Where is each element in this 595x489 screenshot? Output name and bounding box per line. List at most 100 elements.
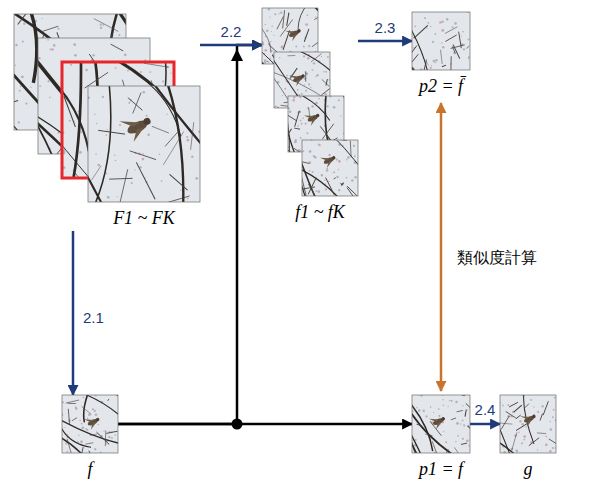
photo-twig <box>549 439 556 444</box>
photo-twig <box>326 178 335 196</box>
photo-speckle <box>354 155 356 157</box>
photo-speckle <box>300 120 302 122</box>
image-node: g <box>500 395 556 480</box>
photo-speckle <box>428 22 430 24</box>
photo-twig <box>412 54 418 69</box>
photo-frame <box>88 86 200 202</box>
photo-twig <box>417 424 422 425</box>
photo-speckle <box>312 69 314 71</box>
photo-twig <box>311 54 322 62</box>
photo-speckle <box>434 61 436 63</box>
photo-speckle <box>326 168 328 170</box>
photo-twig <box>341 183 344 185</box>
photo-branch <box>62 416 91 447</box>
photo-speckle <box>166 114 167 115</box>
photo-speckle <box>443 431 444 432</box>
photo-speckle <box>162 80 164 82</box>
photo-speckle <box>438 415 440 417</box>
photo-speckle <box>64 427 65 428</box>
photo-branch <box>331 140 358 172</box>
photo-speckle <box>38 57 41 60</box>
photo-twig <box>459 32 462 49</box>
photo-speckle <box>523 439 525 441</box>
photo-speckle <box>324 179 325 180</box>
flow-arrow <box>72 231 75 395</box>
photo-speckle <box>308 45 310 47</box>
photo-twig <box>537 432 546 434</box>
image-caption: f <box>62 458 118 480</box>
photo-speckle <box>545 435 547 437</box>
photo-speckle <box>106 443 108 445</box>
bird-wing <box>320 153 334 169</box>
photo-twig <box>111 44 124 51</box>
photo-speckle <box>468 56 470 58</box>
photo-speckle <box>455 401 457 403</box>
edge-label: 2.2 <box>219 23 244 41</box>
photo-speckle <box>273 34 274 35</box>
photo-speckle <box>463 48 465 50</box>
photo-speckle <box>22 40 24 42</box>
photo-speckle <box>303 55 305 57</box>
photo-twig <box>432 441 438 453</box>
photo-speckle <box>103 430 104 431</box>
photo-speckle <box>281 45 284 48</box>
photo-branch <box>288 109 299 152</box>
photo-speckle <box>269 16 270 17</box>
photo-speckle <box>425 18 427 20</box>
photo-speckle <box>297 125 299 127</box>
photo-branch <box>412 407 469 453</box>
photo-speckle <box>134 169 135 170</box>
photo-speckle <box>124 53 127 56</box>
photo-speckle <box>142 158 145 161</box>
photo-speckle <box>326 113 327 114</box>
photo-speckle <box>550 428 553 431</box>
photo <box>485 390 595 471</box>
bird-head <box>95 417 100 422</box>
edge-label: 2.4 <box>473 401 498 419</box>
photo-speckle <box>294 141 297 144</box>
photo-speckle <box>95 153 97 155</box>
photo-speckle <box>301 93 303 95</box>
photo-speckle <box>460 423 461 424</box>
photo-speckle <box>519 420 521 422</box>
bird <box>429 412 448 430</box>
photo-twig <box>287 13 289 26</box>
photo-speckle <box>69 120 71 122</box>
photo-speckle <box>433 412 434 413</box>
photo-speckle <box>537 449 539 451</box>
photo-speckle <box>425 415 427 417</box>
photo-speckle <box>264 59 266 61</box>
photo-speckle <box>100 24 102 26</box>
photo-twig <box>457 410 463 411</box>
photo-speckle <box>321 174 323 176</box>
photo-speckle <box>336 176 338 178</box>
photo-branch <box>302 168 353 196</box>
photo-illustration <box>62 395 118 453</box>
photo-speckle <box>463 424 465 426</box>
photo-speckle <box>95 413 98 416</box>
photo-twig <box>506 411 516 418</box>
photo-branch <box>262 44 275 64</box>
photo-twig <box>308 107 309 109</box>
photo-speckle <box>456 422 459 425</box>
photo-branch <box>412 62 469 70</box>
photo-speckle <box>338 160 341 163</box>
photo-twig <box>509 402 518 407</box>
photo-speckle <box>25 102 27 104</box>
photo-speckle <box>81 423 83 425</box>
photo-speckle <box>533 406 534 407</box>
photo-speckle <box>85 428 87 430</box>
photo-speckle <box>462 405 463 406</box>
photo-speckle <box>302 150 304 152</box>
photo-speckle <box>265 49 268 52</box>
photo-twig <box>441 50 443 64</box>
image-caption: p2 = f̄ <box>412 75 470 97</box>
photo-speckle <box>297 89 299 91</box>
bird-wing <box>304 111 318 127</box>
photo-speckle <box>502 405 504 407</box>
photo-speckle <box>432 41 434 43</box>
photo-speckle <box>74 54 77 57</box>
photo-speckle <box>79 420 81 422</box>
photo-twig <box>461 443 467 444</box>
photo-speckle <box>306 132 308 134</box>
